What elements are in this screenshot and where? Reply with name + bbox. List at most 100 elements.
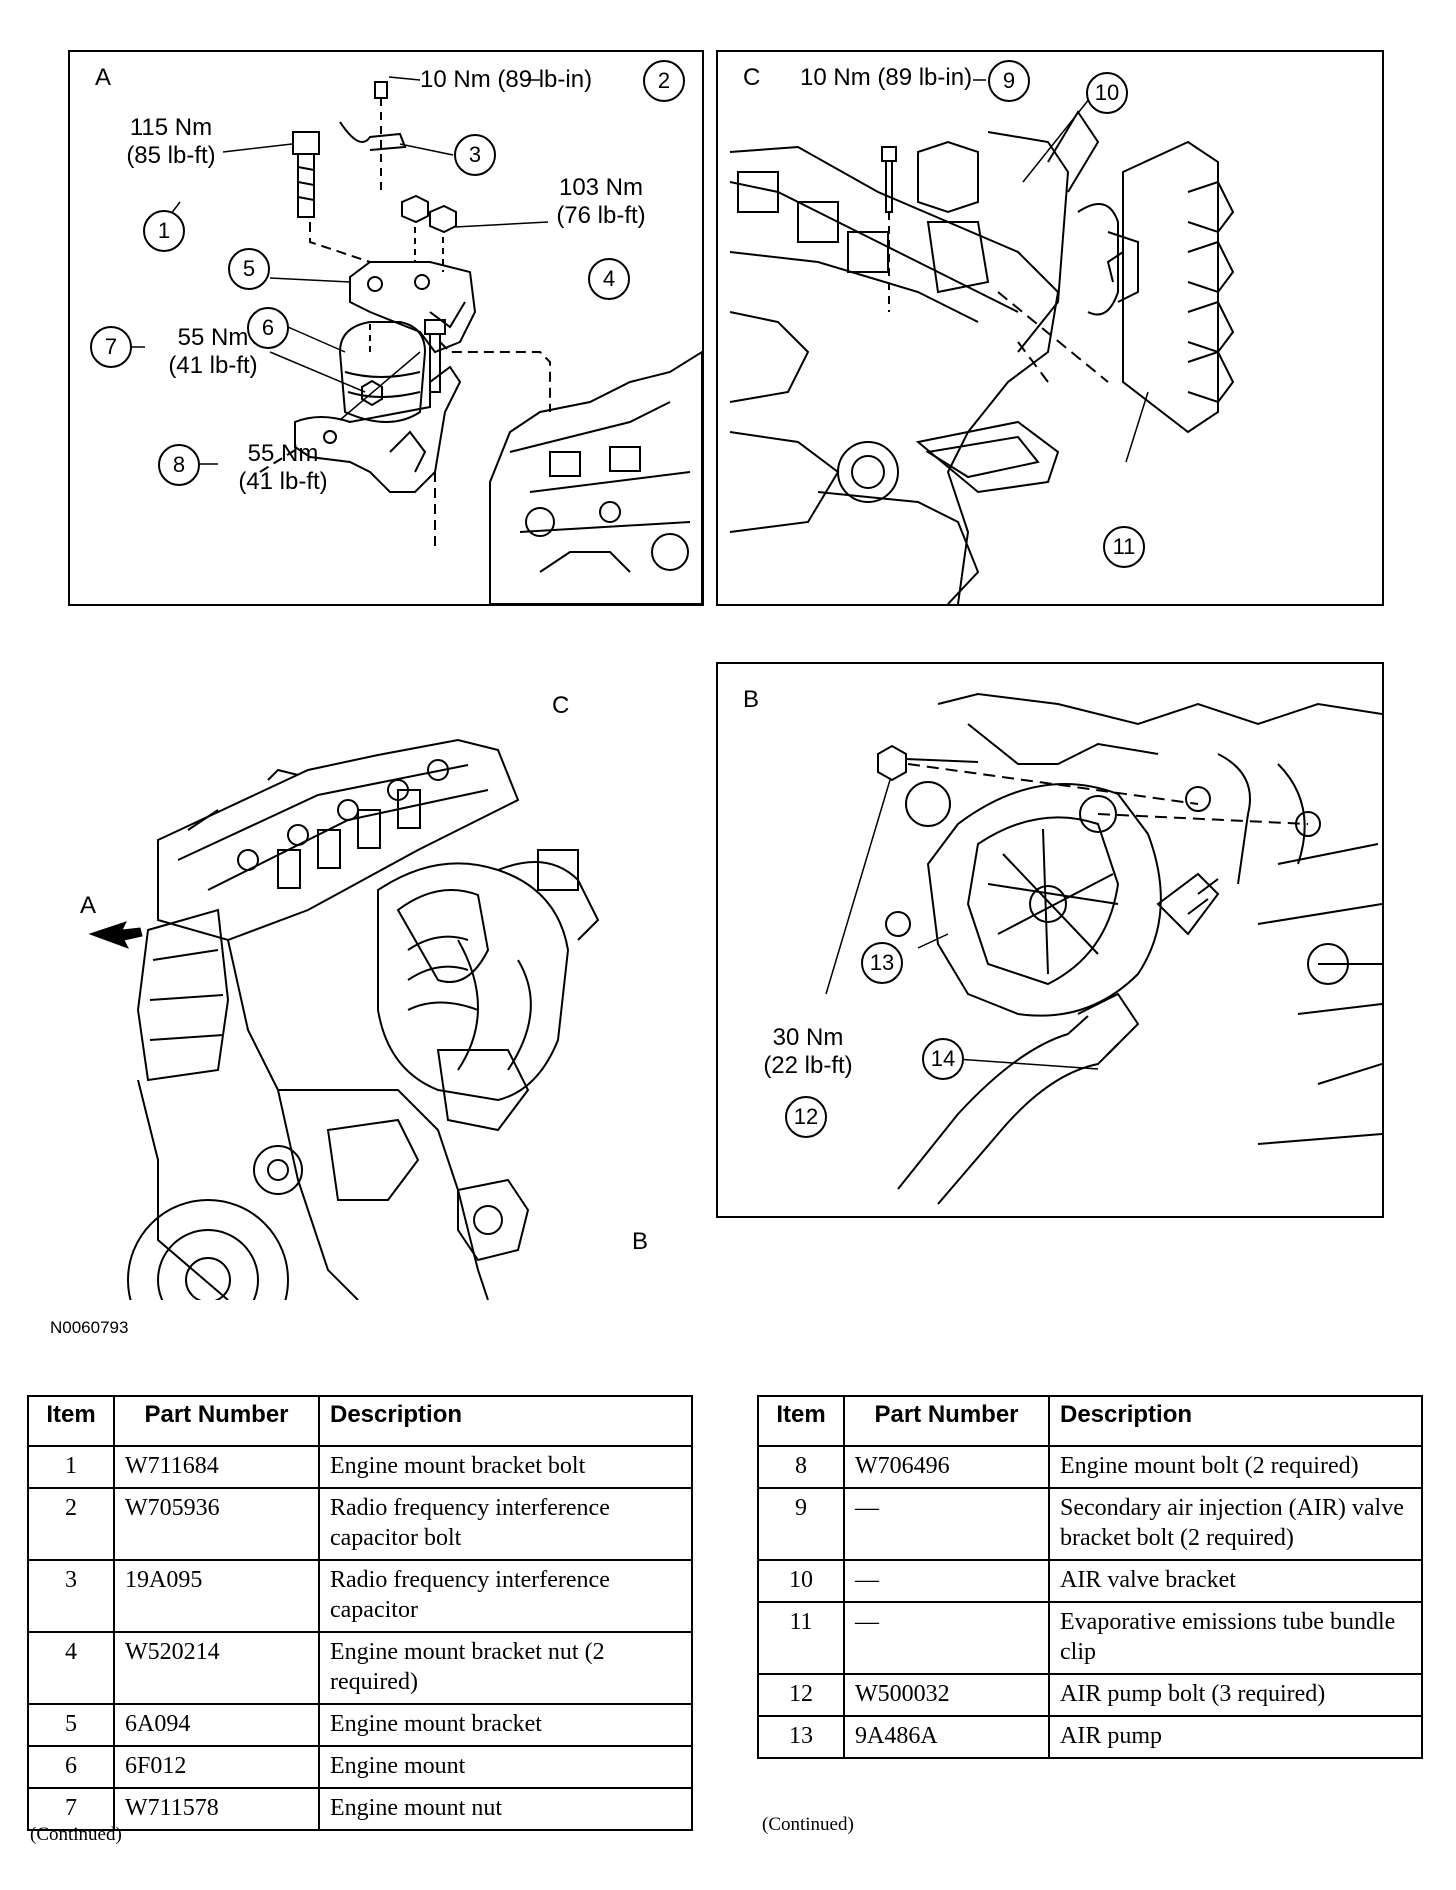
cell-part-number: —	[843, 1559, 1050, 1603]
cell-part-number: W711684	[113, 1445, 320, 1489]
cell-item: 1	[27, 1445, 115, 1489]
torque-line: (85 lb-ft)	[126, 142, 216, 169]
cell-description: Engine mount nut	[318, 1787, 693, 1831]
callout-10: 10	[1086, 72, 1128, 114]
cell-part-number: W520214	[113, 1631, 320, 1705]
cell-description: AIR pump bolt (3 required)	[1048, 1673, 1423, 1717]
cell-item: 12	[757, 1673, 845, 1717]
cell-description: Engine mount	[318, 1745, 693, 1789]
cell-part-number: 19A095	[113, 1559, 320, 1633]
torque-line: (41 lb-ft)	[238, 468, 328, 495]
cell-description: Engine mount bolt (2 required)	[1048, 1445, 1423, 1489]
callout-12: 12	[785, 1096, 827, 1138]
table-row: 2 W705936 Radio frequency interference c…	[27, 1487, 693, 1561]
callout-6: 6	[247, 307, 289, 349]
torque-line: 55 Nm	[177, 324, 249, 351]
cell-item: 9	[757, 1487, 845, 1561]
cell-part-number: 9A486A	[843, 1715, 1050, 1759]
panel-a-drawing	[130, 76, 702, 604]
engine-overview-drawing	[88, 617, 600, 1361]
table-row: 11 — Evaporative emissions tube bundle c…	[757, 1601, 1423, 1675]
table-row: 8 W706496 Engine mount bolt (2 required)	[757, 1445, 1423, 1489]
header-description: Description	[1048, 1395, 1423, 1447]
header-part-number: Part Number	[843, 1395, 1050, 1447]
header-item: Item	[757, 1395, 845, 1447]
callout-7: 7	[90, 326, 132, 368]
table-row: 5 6A094 Engine mount bracket	[27, 1703, 693, 1747]
panel-a: A 115 Nm (85 lb-ft) 10 Nm (89 lb-in) 103…	[68, 50, 704, 606]
torque-line: 115 Nm	[129, 114, 213, 141]
callout-2: 2	[643, 60, 685, 102]
cell-part-number: W711578	[113, 1787, 320, 1831]
torque-label-12: 30 Nm (22 lb-ft)	[753, 1024, 863, 1080]
cell-description: Secondary air injection (AIR) valve brac…	[1048, 1487, 1423, 1561]
arrow-label-a: A	[80, 892, 97, 919]
table-row: 9 — Secondary air injection (AIR) valve …	[757, 1487, 1423, 1561]
torque-label-4: 103 Nm (76 lb-ft)	[546, 174, 656, 230]
figure-id: N0060793	[50, 1318, 129, 1337]
header-part-number: Part Number	[113, 1395, 320, 1447]
callout-8: 8	[158, 444, 200, 486]
callout-13: 13	[861, 942, 903, 984]
cell-item: 2	[27, 1487, 115, 1561]
table-row: 3 19A095 Radio frequency interference ca…	[27, 1559, 693, 1633]
cell-description: Engine mount bracket nut (2 required)	[318, 1631, 693, 1705]
torque-line: (22 lb-ft)	[763, 1052, 853, 1079]
callout-9: 9	[988, 60, 1030, 102]
table-header-row: Item Part Number Description	[27, 1395, 693, 1447]
cell-part-number: W706496	[843, 1445, 1050, 1489]
panel-a-letter: A	[95, 64, 112, 91]
cell-part-number: —	[843, 1487, 1050, 1561]
header-item: Item	[27, 1395, 115, 1447]
panel-b-drawing	[825, 692, 1382, 1205]
callout-11: 11	[1103, 526, 1145, 568]
cell-item: 8	[757, 1445, 845, 1489]
engine-overview: A B C	[78, 617, 658, 1361]
callout-1: 1	[143, 210, 185, 252]
callout-5: 5	[228, 248, 270, 290]
arrow-label-b: B	[632, 1228, 649, 1255]
table-row: 1 W711684 Engine mount bracket bolt	[27, 1445, 693, 1489]
callout-14: 14	[922, 1038, 964, 1080]
cell-part-number: —	[843, 1601, 1050, 1675]
parts-table-right: Item Part Number Description 8 W706496 E…	[757, 1395, 1423, 1759]
cell-item: 3	[27, 1559, 115, 1633]
cell-description: Radio frequency interference capacitor b…	[318, 1487, 693, 1561]
table-header-row: Item Part Number Description	[757, 1395, 1423, 1447]
table-row: 12 W500032 AIR pump bolt (3 required)	[757, 1673, 1423, 1717]
arrow-label-c: C	[552, 692, 570, 719]
cell-part-number: 6A094	[113, 1703, 320, 1747]
continued-note-left: (Continued)	[30, 1824, 122, 1845]
panel-c-letter: C	[743, 64, 761, 91]
cell-item: 4	[27, 1631, 115, 1705]
panel-b-letter: B	[743, 686, 760, 713]
torque-label-9: 10 Nm (89 lb-in)	[800, 64, 973, 91]
panel-b: B 30 Nm (22 lb-ft) 12 13 14	[716, 662, 1384, 1218]
cell-description: Engine mount bracket	[318, 1703, 693, 1747]
parts-table-left: Item Part Number Description 1 W711684 E…	[27, 1395, 693, 1831]
cell-item: 11	[757, 1601, 845, 1675]
cell-description: AIR pump	[1048, 1715, 1423, 1759]
header-description: Description	[318, 1395, 693, 1447]
cell-item: 13	[757, 1715, 845, 1759]
cell-item: 7	[27, 1787, 115, 1831]
torque-line: 30 Nm	[772, 1024, 844, 1051]
cell-part-number: W705936	[113, 1487, 320, 1561]
torque-line: 103 Nm	[558, 174, 644, 201]
cell-item: 5	[27, 1703, 115, 1747]
table-row: 10 — AIR valve bracket	[757, 1559, 1423, 1603]
torque-label-7: 55 Nm (41 lb-ft)	[150, 324, 276, 380]
table-row: 6 6F012 Engine mount	[27, 1745, 693, 1789]
cell-description: AIR valve bracket	[1048, 1559, 1423, 1603]
callout-4: 4	[588, 258, 630, 300]
callout-3: 3	[454, 134, 496, 176]
torque-label-8: 55 Nm (41 lb-ft)	[220, 440, 346, 496]
cell-item: 6	[27, 1745, 115, 1789]
cell-part-number: W500032	[843, 1673, 1050, 1717]
table-row: 7 W711578 Engine mount nut	[27, 1787, 693, 1831]
torque-line: 55 Nm	[247, 440, 319, 467]
cell-description: Engine mount bracket bolt	[318, 1445, 693, 1489]
panel-c: C 10 Nm (89 lb-in) 9 10 11	[716, 50, 1384, 606]
panel-c-drawing	[729, 79, 1235, 604]
table-row: 13 9A486A AIR pump	[757, 1715, 1423, 1759]
